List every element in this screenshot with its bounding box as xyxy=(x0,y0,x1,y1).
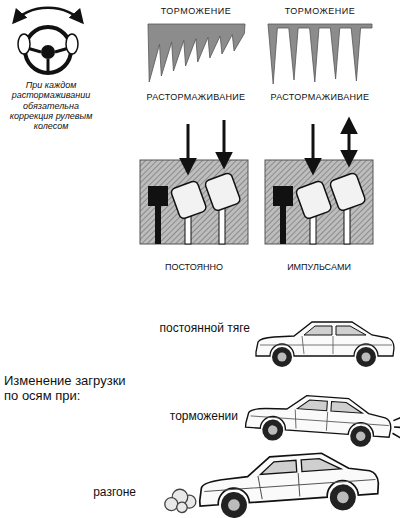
graph-title: РАСТОРМАЖИВАНИЕ xyxy=(258,92,382,102)
heading-note: Изменение загрузки по осям при: xyxy=(4,374,134,404)
impact-lines xyxy=(392,416,400,438)
press-arrow xyxy=(187,124,190,172)
condition-label: разгоне xyxy=(60,486,136,500)
pedal-box xyxy=(265,160,373,244)
condition-label: постоянной тяге xyxy=(140,322,250,336)
car xyxy=(245,392,400,450)
mode-label: ПОСТОЯННО xyxy=(140,262,248,272)
caption-note: При каждом растормаживании обязательна к… xyxy=(3,80,99,132)
car xyxy=(256,322,394,367)
car xyxy=(162,449,380,518)
wheel-spokes xyxy=(27,48,69,72)
press-arrow xyxy=(348,120,351,164)
rotation-arrow xyxy=(14,8,82,22)
press-arrow xyxy=(312,124,315,172)
press-arrow xyxy=(223,120,226,166)
brake-force-graph xyxy=(148,24,245,82)
steering-wheel xyxy=(14,8,82,73)
condition-label: торможении xyxy=(130,410,238,424)
wheel-rim xyxy=(25,27,71,73)
exhaust-cloud xyxy=(164,488,197,514)
pedal-box xyxy=(140,160,248,244)
brake-force-graph xyxy=(268,24,372,84)
graph-title: ТОРМОЖЕНИЕ xyxy=(150,6,242,16)
mode-label: ИМПУЛЬСАМИ xyxy=(262,262,376,272)
graph-title: РАСТОРМАЖИВАНИЕ xyxy=(136,92,256,102)
hand xyxy=(18,34,30,54)
hand xyxy=(66,34,78,54)
graph-title: ТОРМОЖЕНИЕ xyxy=(272,6,368,16)
wheel-hub xyxy=(41,45,55,59)
